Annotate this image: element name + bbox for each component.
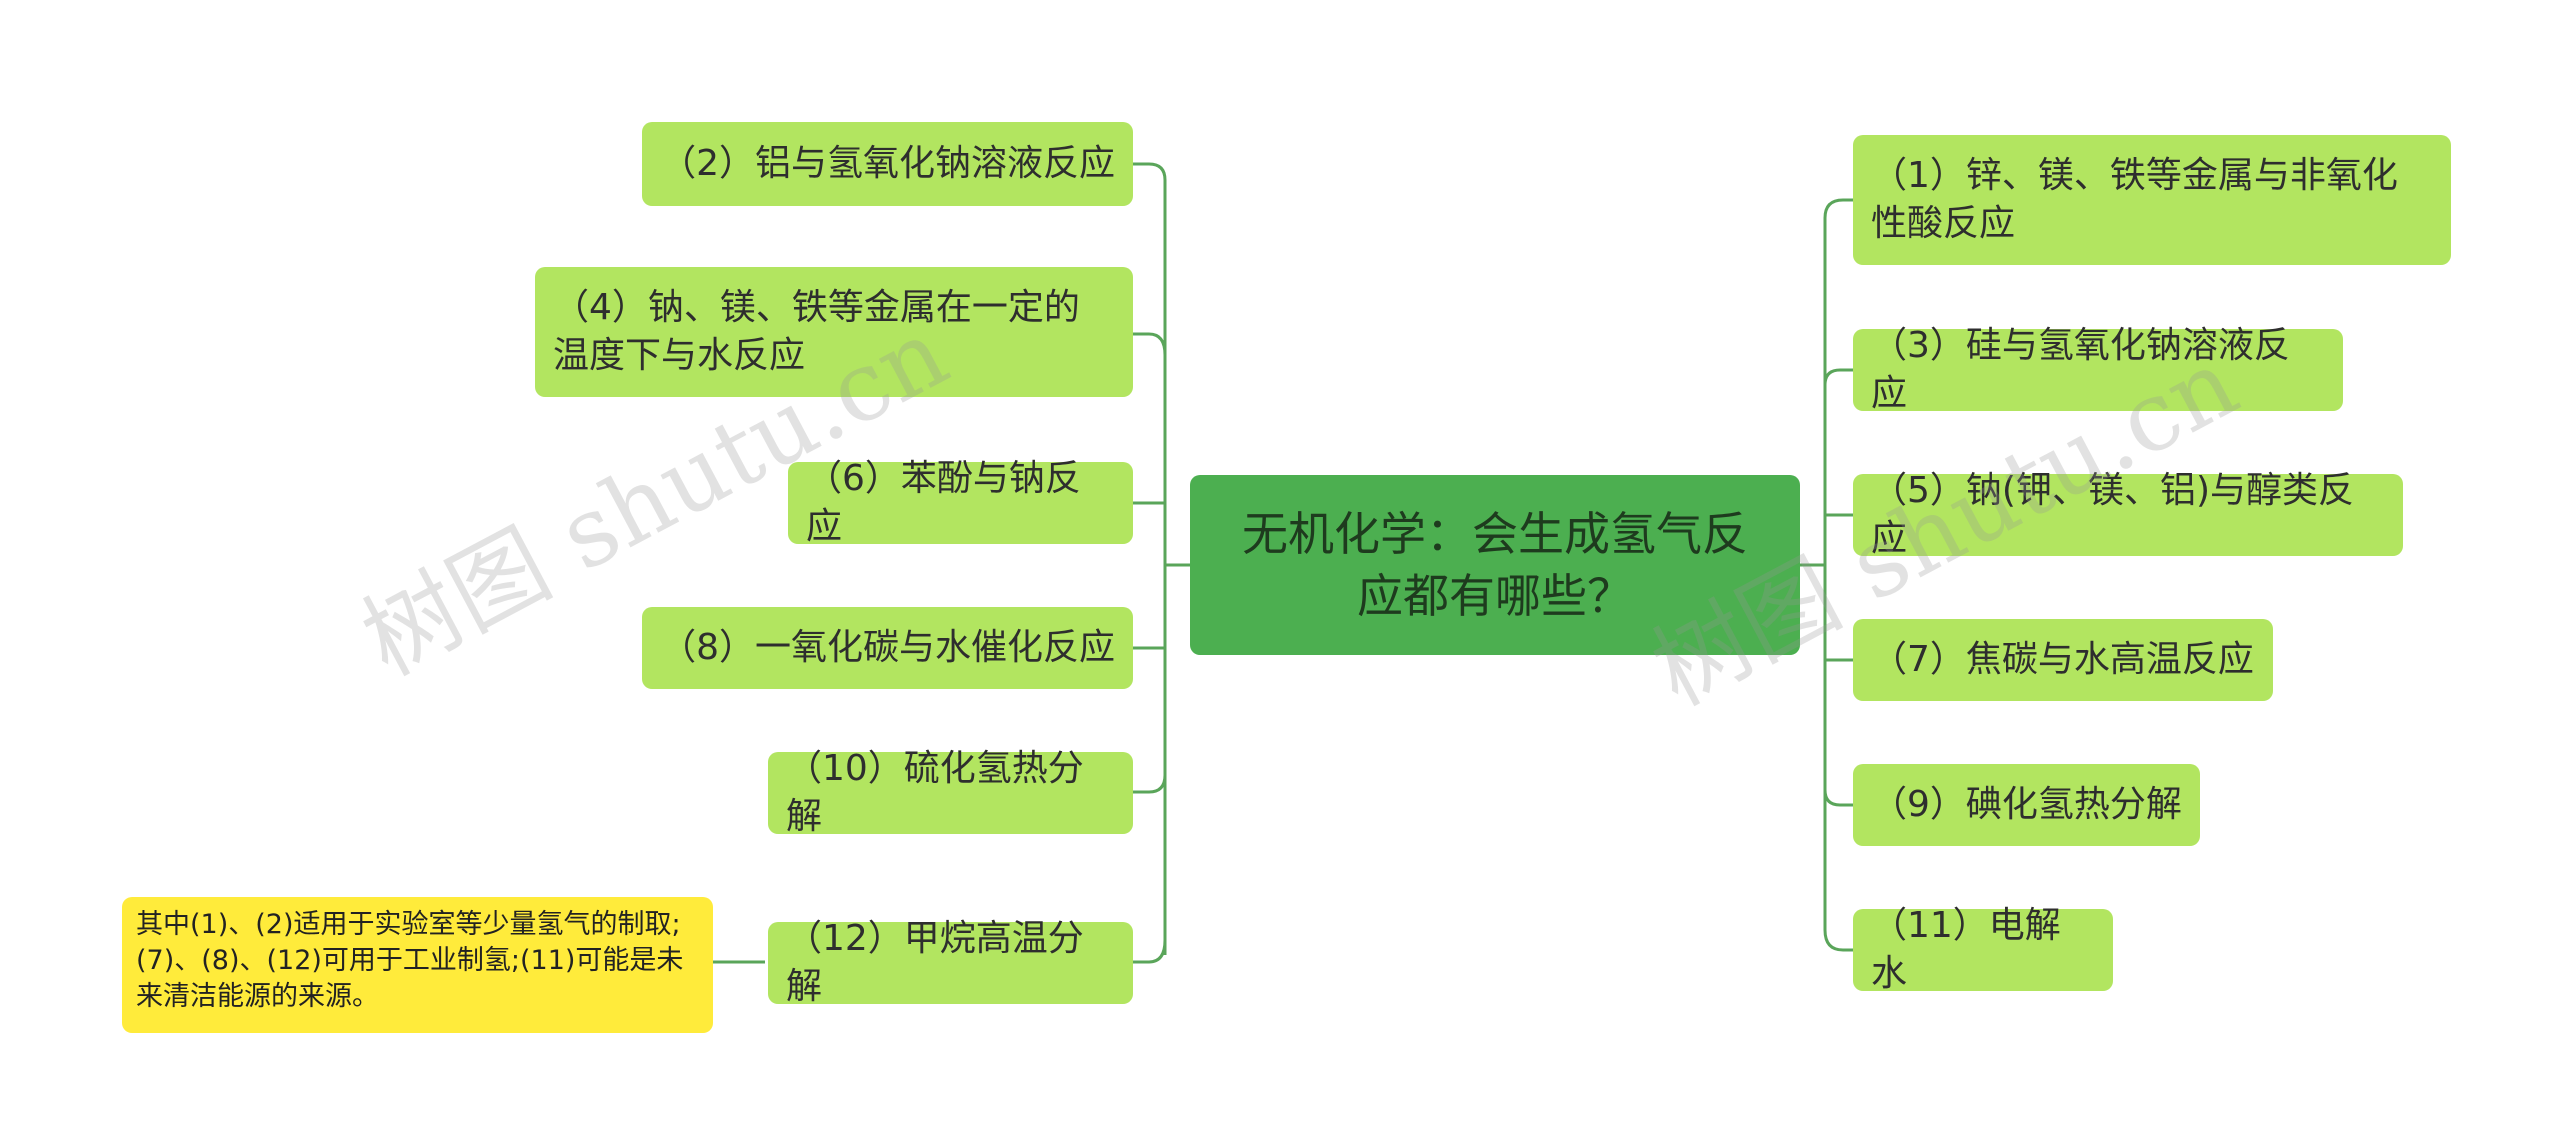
branch-left-6[interactable]: （12）甲烷高温分解 (768, 918, 1133, 1007)
connector-left-5 (1133, 774, 1167, 794)
branch-left-1[interactable]: （2）铝与氢氧化钠溶液反应 (642, 122, 1133, 206)
branch-left-6-label: （12）甲烷高温分解 (786, 918, 1084, 1007)
connector-right-1 (1823, 198, 1853, 219)
root-topic-label: 无机化学：会生成氢气反应都有哪些？ (1242, 507, 1748, 623)
branch-left-3-label: （6）苯酚与钠反应 (806, 458, 1081, 547)
branch-left-2-label: （4）钠、镁、铁等金属在一定的温度下与水反应 (553, 287, 1080, 376)
branch-left-5-label: （10）硫化氢热分解 (786, 748, 1084, 837)
branch-right-2[interactable]: （3）硅与氢氧化钠溶液反应 (1853, 325, 2343, 414)
branch-left-1-label: （2）铝与氢氧化钠溶液反应 (660, 143, 1115, 184)
note-callout[interactable]: 其中(1)、(2)适用于实验室等少量氢气的制取;(7)、(8)、(12)可用于工… (122, 897, 713, 1033)
connector-left-2 (1133, 332, 1167, 356)
branch-right-5[interactable]: （9）碘化氢热分解 (1853, 764, 2200, 846)
branch-right-1-label: （1）锌、镁、铁等金属与非氧化性酸反应 (1871, 155, 2398, 244)
connector-left-6 (1133, 939, 1167, 964)
connector-right-5 (1823, 789, 1853, 807)
connector-right-2 (1823, 368, 1853, 386)
connector-right-6 (1823, 929, 1853, 952)
branch-right-3[interactable]: （5）钠(钾、镁、铝)与醇类反应 (1853, 470, 2403, 559)
branch-right-3-label: （5）钠(钾、镁、铝)与醇类反应 (1871, 470, 2354, 559)
branch-right-2-label: （3）硅与氢氧化钠溶液反应 (1871, 325, 2290, 414)
branch-left-4[interactable]: （8）一氧化碳与水催化反应 (642, 607, 1133, 689)
note-callout-text: 其中(1)、(2)适用于实验室等少量氢气的制取;(7)、(8)、(12)可用于工… (136, 909, 684, 1012)
branch-right-1[interactable]: （1）锌、镁、铁等金属与非氧化性酸反应 (1853, 135, 2451, 265)
branch-left-5[interactable]: （10）硫化氢热分解 (768, 748, 1133, 837)
root-topic[interactable]: 无机化学：会生成氢气反应都有哪些？ (1190, 475, 1800, 655)
branch-right-6[interactable]: （11）电解水 (1853, 905, 2113, 994)
branch-right-4-label: （7）焦碳与水高温反应 (1871, 639, 2254, 680)
branch-left-4-label: （8）一氧化碳与水催化反应 (660, 627, 1115, 668)
branch-right-5-label: （9）碘化氢热分解 (1871, 784, 2182, 825)
connector-left-1 (1133, 162, 1167, 181)
branch-left-3[interactable]: （6）苯酚与钠反应 (788, 458, 1133, 547)
branch-right-6-label: （11）电解水 (1871, 905, 2061, 994)
branch-right-4[interactable]: （7）焦碳与水高温反应 (1853, 619, 2273, 701)
branch-left-2[interactable]: （4）钠、镁、铁等金属在一定的温度下与水反应 (535, 267, 1133, 397)
